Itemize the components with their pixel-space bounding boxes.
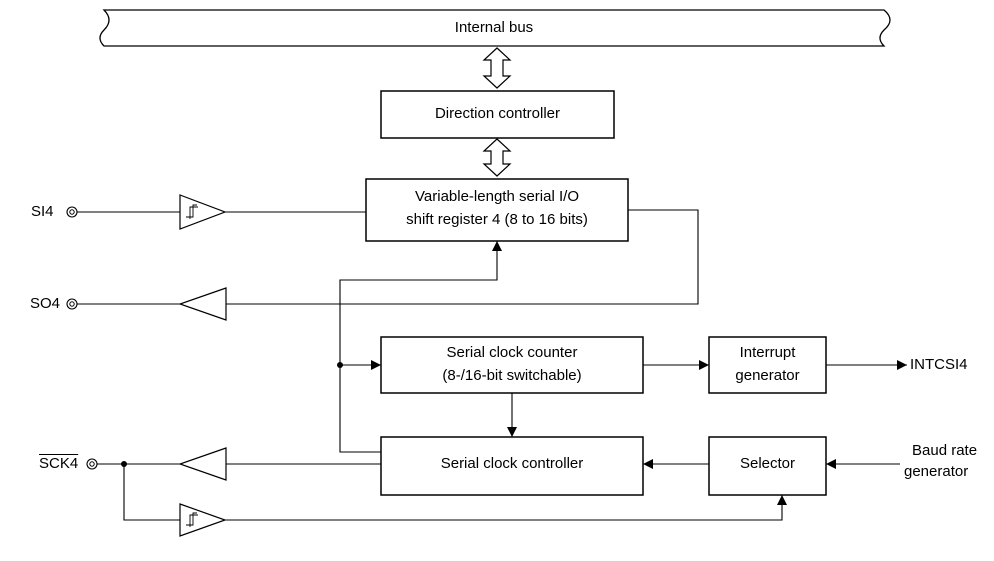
baud-rate-label-line2: generator bbox=[904, 463, 969, 480]
serial-clock-counter-label-line1: Serial clock counter bbox=[446, 344, 578, 361]
interrupt-generator-label-line2: generator bbox=[735, 367, 800, 384]
so4-output-buffer-icon bbox=[178, 287, 227, 321]
selector-label: Selector bbox=[739, 455, 796, 472]
so4-pin-icon bbox=[66, 298, 78, 310]
serial-clock-counter-label-line2: (8-/16-bit switchable) bbox=[442, 367, 582, 384]
serial-clock-controller-box bbox=[380, 436, 644, 496]
sck4-pin-icon bbox=[86, 458, 98, 470]
si4-pin-label: SI4 bbox=[31, 203, 54, 220]
sck4-schmitt-buffer-icon bbox=[179, 503, 227, 537]
bus-direction-double-arrow bbox=[482, 47, 512, 89]
direction-controller-box bbox=[380, 90, 615, 139]
serial-clock-counter-box bbox=[380, 336, 644, 394]
intcsi4-signal-label: INTCSI4 bbox=[910, 356, 968, 373]
interrupt-generator-label-line1: Interrupt bbox=[739, 344, 796, 361]
shift-register-label-line2: shift register 4 (8 to 16 bits) bbox=[406, 211, 588, 228]
sck4-output-buffer-icon bbox=[178, 447, 227, 481]
sck4-pin-label: SCK4 bbox=[39, 455, 79, 472]
so4-pin-label: SO4 bbox=[30, 295, 61, 312]
baud-rate-label-line1: Baud rate bbox=[912, 442, 978, 459]
direction-controller-label: Direction controller bbox=[434, 105, 561, 122]
internal-bus-label: Internal bus bbox=[454, 19, 534, 36]
direction-shiftreg-double-arrow bbox=[482, 138, 512, 177]
si4-schmitt-buffer-icon bbox=[179, 194, 227, 230]
internal-bus bbox=[99, 9, 891, 47]
serial-clock-controller-label: Serial clock controller bbox=[440, 455, 584, 472]
si4-pin-icon bbox=[66, 206, 78, 218]
shift-register-label-line1: Variable-length serial I/O bbox=[415, 188, 579, 205]
interrupt-generator-box bbox=[708, 336, 827, 394]
selector-box bbox=[708, 436, 827, 496]
